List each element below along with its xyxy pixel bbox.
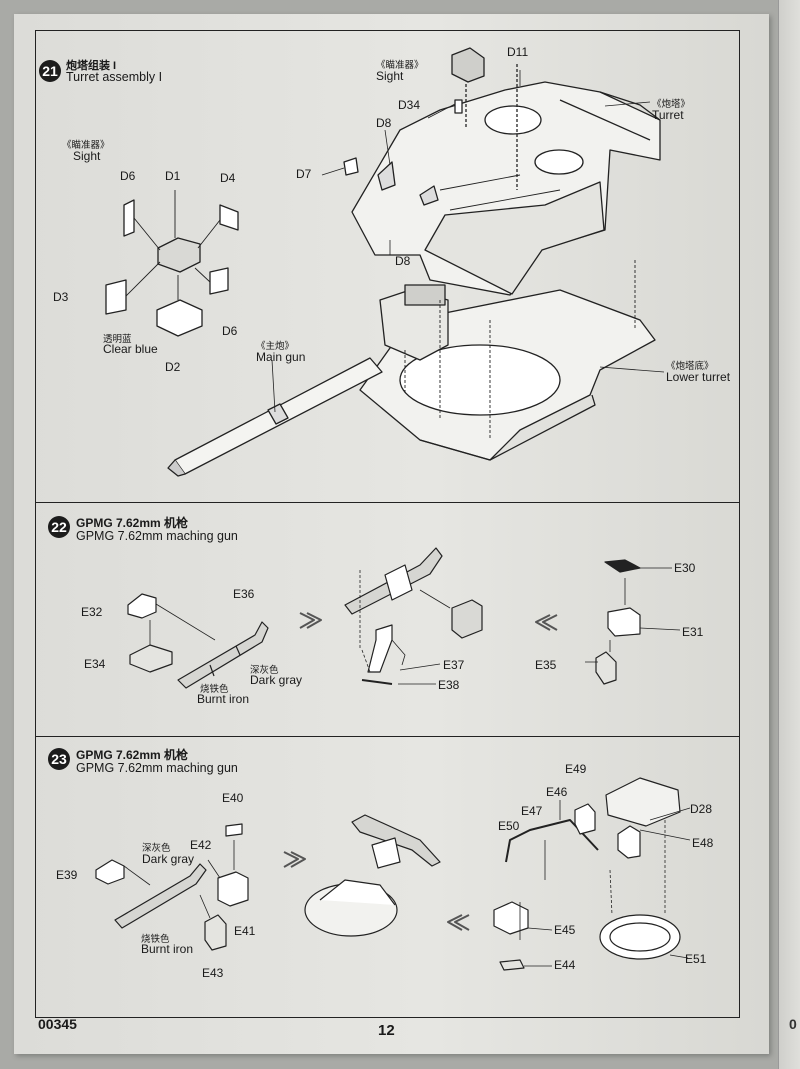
- label-e30: E30: [674, 561, 696, 575]
- kit-number: 00345: [38, 1016, 77, 1032]
- step-23-panel: [35, 737, 740, 1018]
- step-21-panel: [35, 30, 740, 502]
- burnt-iron-en-23: Burnt iron: [141, 942, 194, 956]
- lower-turret-en: Lower turret: [666, 370, 731, 384]
- label-d8-top: D8: [376, 116, 392, 130]
- step-23-title-cn: GPMG 7.62mm 机枪: [76, 748, 189, 762]
- label-e36: E36: [233, 587, 255, 601]
- label-d6-bottom: D6: [222, 324, 238, 338]
- label-e44: E44: [554, 958, 576, 972]
- label-e34: E34: [84, 657, 106, 671]
- label-e50: E50: [498, 819, 520, 833]
- step-21-badge: 21: [39, 60, 61, 82]
- label-d8-bottom: D8: [395, 254, 411, 268]
- main-gun-cn: 《主炮》: [256, 341, 295, 352]
- sight-left-cn: 《瞄准器》: [62, 140, 110, 151]
- label-d11: D11: [507, 45, 529, 59]
- label-e43: E43: [202, 966, 224, 980]
- step-23-badge: 23: [48, 748, 70, 770]
- step-21-title-en: Turret assembly I: [66, 70, 163, 84]
- label-e31: E31: [682, 625, 704, 639]
- label-d1: D1: [165, 169, 181, 183]
- clear-blue-en: Clear blue: [103, 342, 158, 356]
- step-22-panel: [35, 502, 740, 737]
- label-e42: E42: [190, 838, 212, 852]
- turret-cn: 《炮塔》: [652, 99, 691, 110]
- label-d2: D2: [165, 360, 181, 374]
- sight-left-en: Sight: [73, 149, 101, 163]
- turret-en: Turret: [652, 108, 684, 122]
- label-e47: E47: [521, 804, 543, 818]
- step-22-title-en: GPMG 7.62mm maching gun: [76, 529, 238, 543]
- burnt-iron-cn-22: 烧铁色: [200, 684, 229, 695]
- label-e51: E51: [685, 952, 707, 966]
- label-e46: E46: [546, 785, 568, 799]
- sight-top-cn: 《瞄准器》: [376, 60, 424, 71]
- label-e38: E38: [438, 678, 460, 692]
- dark-gray-en-23: Dark gray: [142, 852, 195, 866]
- main-gun-en: Main gun: [256, 350, 306, 364]
- label-e37: E37: [443, 658, 465, 672]
- burnt-iron-en-22: Burnt iron: [197, 692, 250, 706]
- label-e39: E39: [56, 868, 78, 882]
- label-e41: E41: [234, 924, 256, 938]
- adjacent-page-text: 0: [789, 1016, 797, 1032]
- page-number: 12: [378, 1022, 395, 1039]
- sight-top-en: Sight: [376, 69, 404, 83]
- label-d28: D28: [690, 802, 713, 816]
- label-d7: D7: [296, 167, 312, 181]
- step-22-title-cn: GPMG 7.62mm 机枪: [76, 516, 189, 530]
- label-e32: E32: [81, 605, 103, 619]
- label-e49: E49: [565, 762, 587, 776]
- step-22-badge: 22: [48, 516, 70, 538]
- clear-blue-cn: 透明蓝: [103, 334, 132, 345]
- step-23-title-en: GPMG 7.62mm maching gun: [76, 761, 238, 775]
- dark-gray-cn-22: 深灰色: [250, 665, 279, 676]
- label-e45: E45: [554, 923, 576, 937]
- dark-gray-cn-23: 深灰色: [142, 843, 171, 854]
- label-e35: E35: [535, 658, 557, 672]
- label-d34: D34: [398, 98, 421, 112]
- adjacent-page-edge: 0: [778, 0, 800, 1069]
- label-e40: E40: [222, 791, 244, 805]
- label-d3: D3: [53, 290, 69, 304]
- label-e48: E48: [692, 836, 714, 850]
- lower-turret-cn: 《炮塔底》: [666, 361, 714, 372]
- label-d4: D4: [220, 171, 236, 185]
- burnt-iron-cn-23: 烧铁色: [141, 934, 170, 945]
- dark-gray-en-22: Dark gray: [250, 673, 303, 687]
- label-d6-top: D6: [120, 169, 136, 183]
- step-21-title-cn: 炮塔组装 I: [66, 60, 117, 72]
